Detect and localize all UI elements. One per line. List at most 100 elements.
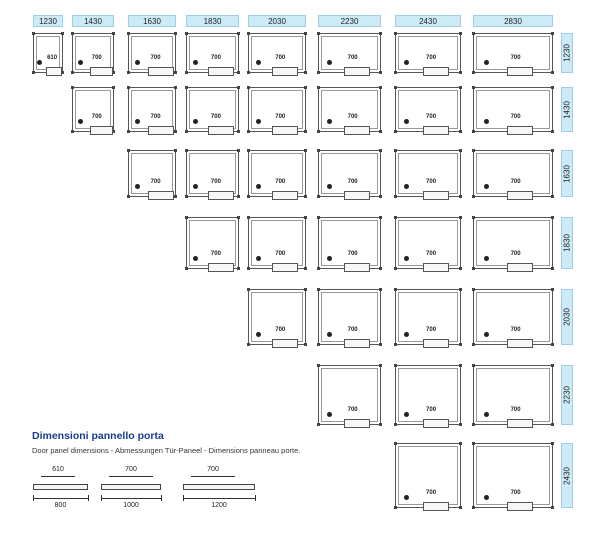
room-corner xyxy=(112,71,115,74)
room-2230x2230: 700 xyxy=(317,364,382,428)
room-corner xyxy=(237,267,240,270)
room-2230x1430: 700 xyxy=(317,86,382,135)
room-corner xyxy=(127,130,130,133)
door-panel xyxy=(208,126,235,135)
room-outline xyxy=(473,150,553,197)
door-width-label: 700 xyxy=(150,114,161,120)
door-opening-dimension-line xyxy=(41,476,75,477)
evaporator-unit-icon xyxy=(484,332,490,337)
dimension-tick xyxy=(255,495,256,501)
door-panel xyxy=(506,419,533,428)
door-opening-label: 610 xyxy=(52,466,64,473)
door-width-label: 700 xyxy=(210,251,221,257)
room-corner xyxy=(472,195,475,198)
room-corner xyxy=(247,130,250,133)
door-panel xyxy=(506,339,533,348)
evaporator-unit-icon xyxy=(404,256,410,261)
panel-dimension-line xyxy=(101,498,161,499)
door-panel xyxy=(506,191,533,200)
door-panel xyxy=(272,263,299,272)
room-corner xyxy=(247,343,250,346)
door-width-label: 700 xyxy=(347,327,358,333)
door-width-label: 700 xyxy=(275,114,286,120)
evaporator-unit-icon xyxy=(37,60,43,65)
room-corner xyxy=(379,86,382,89)
evaporator-unit-icon xyxy=(484,495,490,500)
room-corner xyxy=(394,267,397,270)
evaporator-unit-icon xyxy=(193,256,199,261)
room-corner xyxy=(472,442,475,445)
evaporator-unit-icon xyxy=(484,256,490,261)
door-panel xyxy=(344,67,371,76)
room-corner xyxy=(459,130,462,133)
room-outline xyxy=(318,217,381,269)
room-corner xyxy=(185,71,188,74)
room-corner xyxy=(551,71,554,74)
depth-header-1830: 1830 xyxy=(561,217,573,269)
room-corner xyxy=(459,86,462,89)
room-corner xyxy=(459,364,462,367)
room-corner xyxy=(237,216,240,219)
room-corner xyxy=(472,71,475,74)
room-outline xyxy=(248,87,306,132)
door-panel xyxy=(148,191,175,200)
room-corner xyxy=(317,71,320,74)
evaporator-unit-icon xyxy=(326,412,332,417)
width-header-1630: 1630 xyxy=(128,15,176,27)
room-corner xyxy=(379,149,382,152)
evaporator-unit-icon xyxy=(404,184,410,189)
evaporator-unit-icon xyxy=(404,412,410,417)
room-corner xyxy=(127,149,130,152)
door-width-label: 700 xyxy=(347,407,358,413)
door-panel xyxy=(422,191,449,200)
room-outline xyxy=(395,443,461,508)
room-corner xyxy=(304,71,307,74)
door-panel xyxy=(422,263,449,272)
room-2830x1630: 700 xyxy=(472,149,554,200)
door-width-label: 700 xyxy=(347,114,358,120)
door-width-label: 700 xyxy=(150,55,161,61)
room-corner xyxy=(304,149,307,152)
room-corner xyxy=(459,423,462,426)
room-corner xyxy=(304,130,307,133)
depth-header-1630: 1630 xyxy=(561,150,573,197)
evaporator-unit-icon xyxy=(484,184,490,189)
evaporator-unit-icon xyxy=(484,412,490,417)
room-outline xyxy=(72,33,114,73)
room-corner xyxy=(304,32,307,35)
room-corner xyxy=(317,423,320,426)
room-corner xyxy=(304,86,307,89)
door-panel xyxy=(272,191,299,200)
evaporator-unit-icon xyxy=(404,495,410,500)
room-corner xyxy=(112,130,115,133)
dimension-tick xyxy=(33,495,34,501)
door-panel xyxy=(344,419,371,428)
door-panel xyxy=(272,126,299,135)
room-2030x1230: 700 xyxy=(247,32,307,76)
room-corner xyxy=(127,195,130,198)
door-width-label: 700 xyxy=(426,179,437,185)
evaporator-unit-icon xyxy=(193,184,199,189)
door-width-label: 700 xyxy=(426,407,437,413)
evaporator-unit-icon xyxy=(193,119,199,124)
room-corner xyxy=(61,71,64,74)
room-corner xyxy=(472,343,475,346)
width-header-2230: 2230 xyxy=(318,15,381,27)
door-width-label: 700 xyxy=(210,114,221,120)
room-corner xyxy=(317,86,320,89)
room-corner xyxy=(71,130,74,133)
door-panel xyxy=(422,502,449,511)
room-corner xyxy=(472,267,475,270)
room-corner xyxy=(472,364,475,367)
room-outline xyxy=(318,150,381,197)
room-corner xyxy=(394,423,397,426)
evaporator-unit-icon xyxy=(326,256,332,261)
room-2430x2030: 700 xyxy=(394,288,462,348)
room-corner xyxy=(317,216,320,219)
room-corner xyxy=(185,216,188,219)
room-outline xyxy=(395,217,461,269)
door-width-label: 700 xyxy=(347,179,358,185)
room-corner xyxy=(551,195,554,198)
door-panel xyxy=(208,263,235,272)
evaporator-unit-icon xyxy=(404,332,410,337)
